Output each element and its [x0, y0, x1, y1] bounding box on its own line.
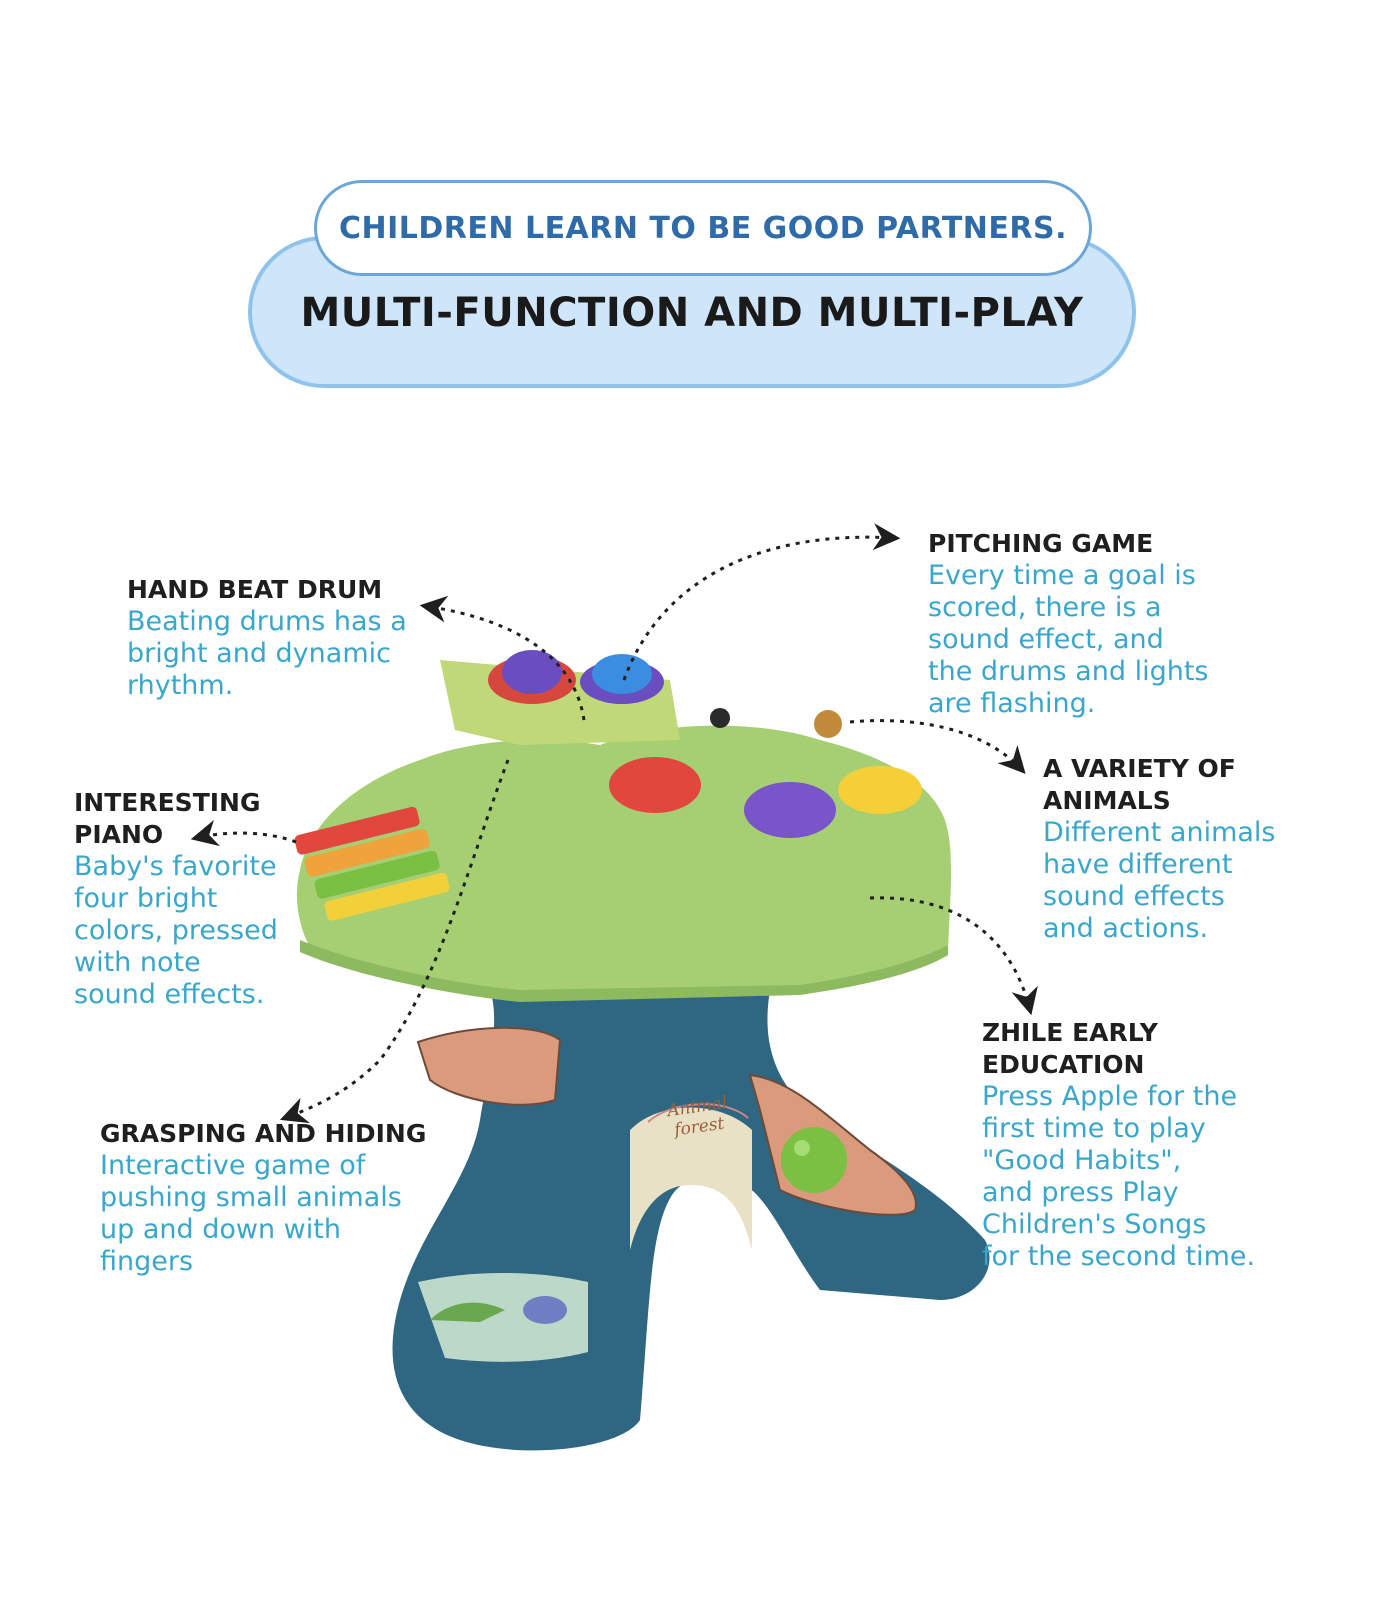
- feature-line: Different animals: [1043, 817, 1276, 848]
- feature-line: and actions.: [1043, 913, 1209, 944]
- feature-line: scored, there is a: [928, 592, 1162, 623]
- purple-drum-icon: [488, 650, 576, 704]
- feature-interesting-piano: INTERESTING PIANO Baby's favorite four b…: [74, 787, 304, 1011]
- banner-pill: CHILDREN LEARN TO BE GOOD PARTNERS.: [314, 180, 1092, 276]
- feature-line: Interactive game of: [100, 1150, 366, 1181]
- crocodile-icon: [430, 1302, 505, 1322]
- feature-line: rhythm.: [127, 670, 234, 701]
- feature-line: with note: [74, 947, 201, 978]
- yellow-button-icon: [838, 766, 922, 814]
- blue-drum-icon: [580, 654, 664, 704]
- red-apple-button-icon: [609, 757, 701, 813]
- feature-title: ZHILE EARLY: [982, 1018, 1158, 1047]
- tree-trunk: [392, 990, 990, 1451]
- feature-line: have different: [1043, 849, 1233, 880]
- green-ball: [781, 1127, 847, 1193]
- hippo-icon: [523, 1296, 567, 1324]
- feature-line: Press Apple for the: [982, 1081, 1238, 1112]
- piano-keys: [294, 806, 450, 921]
- feature-line: sound effects.: [74, 979, 265, 1010]
- feature-hand-beat-drum: HAND BEAT DRUM Beating drums has a brigh…: [127, 574, 447, 702]
- purple-button-icon: [744, 782, 836, 838]
- feature-line: sound effects: [1043, 881, 1225, 912]
- feature-pitching-game: PITCHING GAME Every time a goal is score…: [928, 528, 1258, 720]
- feature-line: first time to play: [982, 1113, 1206, 1144]
- feature-line: four bright: [74, 883, 218, 914]
- feature-title: PIANO: [74, 820, 164, 849]
- feature-line: for the second time.: [982, 1241, 1256, 1272]
- feature-line: Baby's favorite: [74, 851, 277, 882]
- feature-line: sound effect, and: [928, 624, 1164, 655]
- feature-title: A VARIETY OF: [1043, 754, 1236, 783]
- monkey-figure-icon: [710, 708, 730, 728]
- feature-line: the drums and lights: [928, 656, 1209, 687]
- feature-line: Beating drums has a: [127, 606, 407, 637]
- feature-early-education: ZHILE EARLY EDUCATION Press Apple for th…: [982, 1017, 1322, 1273]
- ball-ramp-left: [416, 1026, 562, 1106]
- feature-line: are flashing.: [928, 688, 1096, 719]
- arrow-to-interesting-piano: [190, 819, 297, 847]
- lion-figure-icon: [814, 710, 842, 738]
- arrow-to-hand-beat-drum: [419, 595, 586, 721]
- feature-line: up and down with: [100, 1214, 341, 1245]
- feature-title: HAND BEAT DRUM: [127, 575, 383, 604]
- feature-title: ANIMALS: [1043, 786, 1171, 815]
- feature-title: EDUCATION: [982, 1050, 1145, 1079]
- feature-line: Every time a goal is: [928, 560, 1196, 591]
- feature-line: pushing small animals: [100, 1182, 402, 1213]
- feature-line: and press Play: [982, 1177, 1179, 1208]
- feature-line: colors, pressed: [74, 915, 278, 946]
- arrow-to-pitching-game: [622, 523, 901, 681]
- feature-line: bright and dynamic: [127, 638, 391, 669]
- feature-line: "Good Habits",: [982, 1145, 1182, 1176]
- animal-forest-sign: Animal forest: [647, 1093, 749, 1141]
- banner-title: MULTI-FUNCTION AND MULTI-PLAY: [300, 290, 1084, 336]
- feature-line: fingers: [100, 1246, 194, 1277]
- connector-arrows: [190, 523, 1038, 1124]
- feature-line: Children's Songs: [982, 1209, 1207, 1240]
- feature-variety-of-animals: A VARIETY OF ANIMALS Different animals h…: [1043, 753, 1343, 945]
- arrow-to-grasping: [279, 759, 510, 1124]
- feature-title: PITCHING GAME: [928, 529, 1154, 558]
- feature-title: INTERESTING: [74, 788, 261, 817]
- feature-grasping-and-hiding: GRASPING AND HIDING Interactive game of …: [100, 1118, 460, 1278]
- feature-title: GRASPING AND HIDING: [100, 1119, 427, 1148]
- banner-subtitle: CHILDREN LEARN TO BE GOOD PARTNERS.: [339, 210, 1067, 246]
